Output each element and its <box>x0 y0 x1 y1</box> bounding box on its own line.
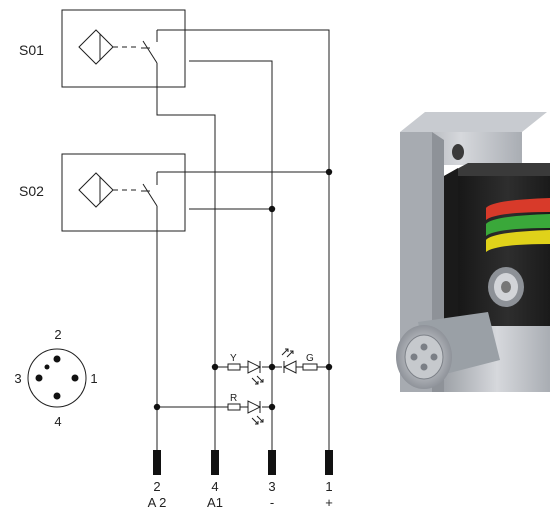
sensor-s01-coil-icon <box>78 29 114 65</box>
terminal-4: 4 A1 <box>207 450 223 510</box>
sensor-s02-switch-contact <box>142 183 158 207</box>
terminal-1-pin: 1 <box>325 479 332 494</box>
terminal-2-pin: 2 <box>153 479 160 494</box>
connector-key <box>44 364 50 370</box>
resistor-yellow <box>227 363 241 371</box>
indicator-rings <box>486 198 550 252</box>
led-red: R <box>227 393 264 425</box>
device-product-image <box>396 112 550 392</box>
terminal-1-signal: + <box>325 495 333 510</box>
terminal-3: 3 - <box>268 450 276 510</box>
connector-pin-1-label: 1 <box>90 371 97 386</box>
mounting-hole-icon <box>452 144 464 160</box>
led-yellow: Y <box>227 353 264 385</box>
terminal-4-pin: 4 <box>211 479 218 494</box>
terminal-4-signal: A1 <box>207 495 223 510</box>
base-plate-top <box>400 112 547 132</box>
connector-pin-4 <box>53 392 61 400</box>
led-yellow-label: Y <box>230 353 237 364</box>
led-green-label: G <box>306 353 314 364</box>
terminal-3-signal: - <box>270 495 274 510</box>
led-green: G <box>281 348 318 374</box>
sensor-s01: S01 <box>19 9 186 88</box>
connector-pin-3 <box>35 374 43 382</box>
sensor-s02-housing <box>61 153 186 232</box>
sensor-s02-coil-icon <box>78 172 114 208</box>
wiring <box>156 29 330 450</box>
sensor-s02-label: S02 <box>19 183 44 199</box>
terminal-2-signal: A 2 <box>148 495 167 510</box>
sensor-s01-switch-contact <box>142 40 158 64</box>
sensor-s01-housing <box>61 9 186 88</box>
connector-pin-4-label: 4 <box>54 414 61 429</box>
resistor-green <box>302 363 318 371</box>
led-yellow-emission-icon <box>251 375 264 385</box>
connector-pin-1 <box>71 374 79 382</box>
led-green-emission-icon <box>281 348 294 358</box>
junction-dots <box>153 168 333 411</box>
terminal-2: 2 A 2 <box>148 450 167 510</box>
led-red-emission-icon <box>251 415 264 425</box>
resistor-red <box>227 403 241 411</box>
sensor-s01-label: S01 <box>19 42 44 58</box>
terminal-block: 2 A 2 4 A1 3 - 1 + <box>148 450 333 510</box>
connector-pin-2-label: 2 <box>54 327 61 342</box>
sensor-s02: S02 <box>19 153 186 232</box>
led-red-label: R <box>230 393 237 404</box>
terminal-1: 1 + <box>325 450 333 510</box>
connector-pinout: 1 2 3 4 <box>14 327 97 429</box>
connector-outline <box>27 348 87 408</box>
connector-pin-3-label: 3 <box>14 371 21 386</box>
terminal-3-pin: 3 <box>268 479 275 494</box>
connector-pin-2 <box>53 355 61 363</box>
